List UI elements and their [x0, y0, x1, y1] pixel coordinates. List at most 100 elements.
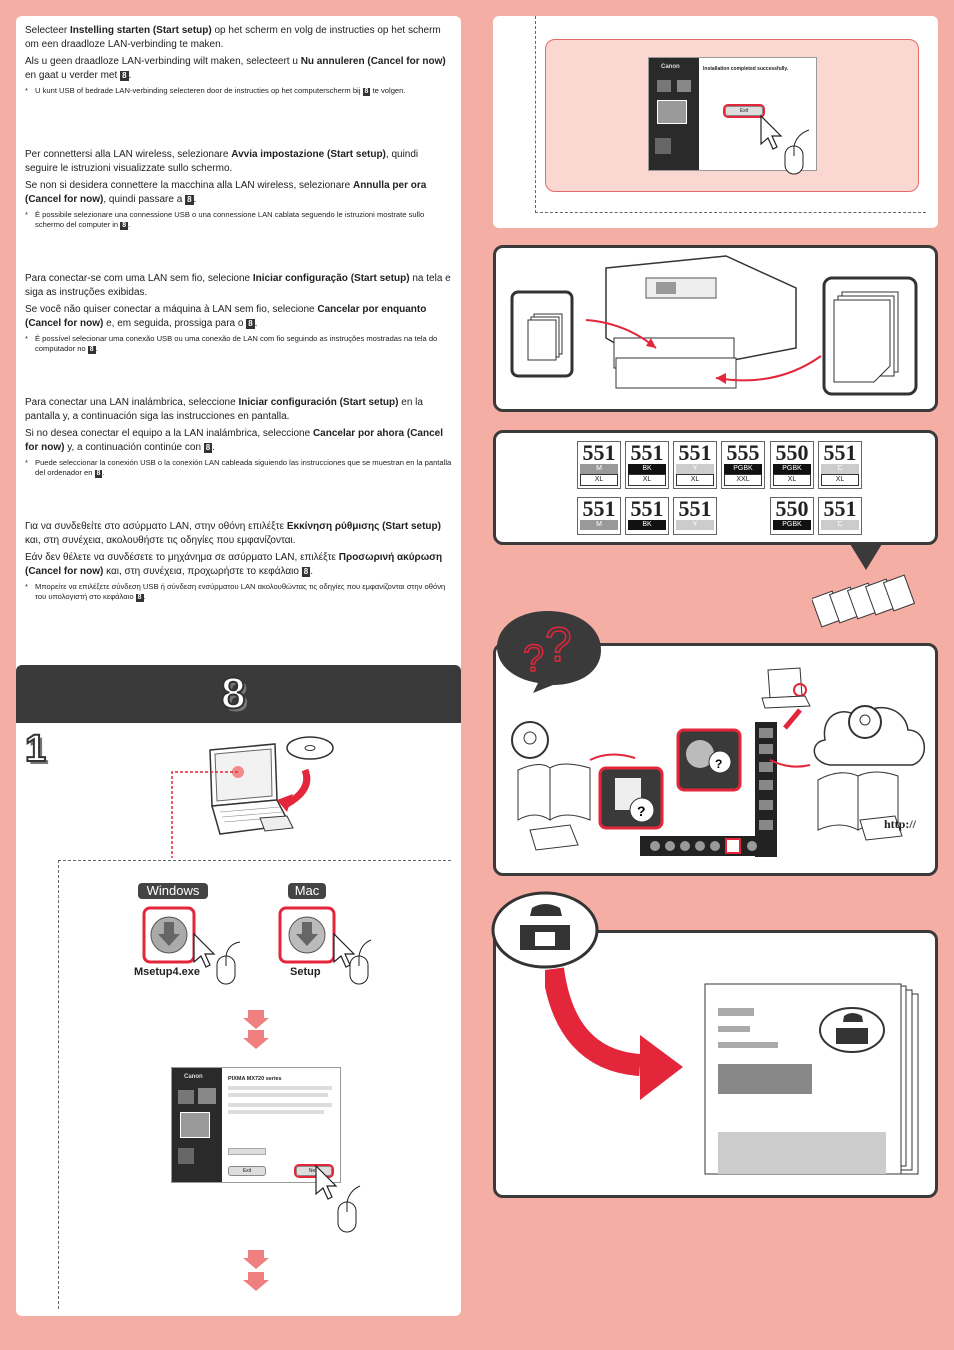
canon-logo: Canon [184, 1074, 203, 1080]
text: È possibile selezionare una connessione … [35, 210, 425, 229]
cartridge-number: 551 [582, 440, 616, 465]
mouse-click-icon [760, 114, 810, 175]
cartridge-size: XL [773, 474, 811, 486]
thumbnail [198, 1088, 216, 1104]
text: te volgen. [370, 86, 406, 95]
section-ref: 8 [120, 70, 129, 81]
note: U kunt USB of bedrade LAN-verbinding sel… [25, 86, 453, 96]
cartridge-number: 551 [823, 496, 857, 521]
cancel-label: Nu annuleren (Cancel for now) [300, 56, 446, 67]
cartridge-color: M [580, 464, 618, 474]
exit-button[interactable]: Exit [228, 1166, 266, 1176]
mac-setup-icon[interactable] [276, 904, 396, 994]
portuguese-section: Para conectar-se com uma LAN sem fio, se… [25, 272, 453, 358]
text: Μπορείτε να επιλέξετε σύνδεση USB ή σύνδ… [35, 582, 446, 601]
arrow-down-icon [248, 1272, 264, 1280]
cartridge-color: BK [628, 520, 666, 530]
cartridge-color: Y [676, 464, 714, 474]
text: και, στη συνέχεια, ακολουθήστε τις οδηγί… [25, 534, 296, 546]
cartridge-color: PGBK [724, 464, 762, 474]
thumbnail [657, 80, 671, 92]
cartridge-color: C [821, 464, 859, 474]
text: y, a continuación continúe con [64, 441, 204, 453]
completion-message: Installation completed successfully. [703, 66, 789, 72]
text: Selecteer [25, 25, 71, 36]
cartridge-color: BK [628, 464, 666, 474]
cartridge-color: M [580, 520, 618, 530]
cartridge-color: PGBK [773, 464, 811, 474]
dashed-frame [535, 16, 926, 213]
cartridge-number: 551 [582, 496, 616, 521]
text: , quindi passare a [103, 193, 186, 205]
question-bubble-icon: ? ? [497, 611, 601, 693]
text: op het scherm en volg de instructies op … [25, 25, 441, 50]
text: και, στη συνέχεια, προχωρήστε το κεφάλαι… [103, 565, 302, 577]
section-8-header: 8 [16, 665, 461, 723]
section-ref: 8 [94, 470, 103, 478]
arrow-down-icon [248, 1250, 264, 1258]
text: U kunt USB of bedrade LAN-verbinding sel… [35, 86, 363, 95]
mouse-click-icon [315, 1164, 361, 1233]
spanish-section: Para conectar una LAN inalámbrica, selec… [25, 396, 453, 482]
cartridge-number: 551 [823, 440, 857, 465]
mac-setup-file-label: Setup [290, 966, 321, 978]
setup-screen: Canon PIXMA MX720 series Exit Next [171, 1067, 341, 1183]
thumbnail [178, 1148, 194, 1164]
install-dashed-frame [58, 860, 451, 1309]
text: , quindi seguire le istruzioni visualizz… [25, 149, 419, 174]
greek-section: Για να συνδεθείτε στο ασύρματο LAN, στην… [25, 520, 453, 606]
exit-button[interactable]: Exit [723, 104, 765, 118]
svg-text:?: ? [545, 619, 572, 672]
cartridge-size: XL [821, 474, 859, 486]
msetup-icon[interactable] [140, 904, 260, 994]
fax-icon [491, 891, 599, 969]
cartridge-number: 551 [678, 440, 712, 465]
next-button[interactable]: Next [294, 1164, 334, 1178]
cartridge-number: 550 [775, 496, 809, 521]
cancel-label: Annulla per ora (Cancel for now) [25, 180, 427, 205]
text: en gaat u verder met [25, 69, 121, 81]
msetup-file-label: Msetup4.exe [134, 966, 201, 978]
start-setup-label: Εκκίνηση ρύθμισης (Start setup) [286, 521, 441, 532]
dutch-section: Selecteer Instelling starten (Start setu… [25, 24, 453, 100]
text: Als u geen draadloze LAN-verbinding wilt… [25, 56, 301, 67]
text: e, em seguida, prossiga para o [103, 317, 247, 329]
cartridge-number: 555 [726, 440, 760, 465]
cartridge-size: XL [676, 474, 714, 486]
cartridge-size: XL [628, 474, 666, 486]
svg-text:?: ? [637, 803, 646, 819]
text: Se você não quiser conectar a máquina à … [25, 304, 318, 315]
language-button [228, 1148, 266, 1155]
arrow-down-icon [243, 1038, 269, 1049]
text: . [254, 317, 258, 329]
text: . [128, 69, 132, 81]
fax-document [704, 983, 919, 1175]
arrow-down-icon [243, 1280, 269, 1291]
cartridge-number: 551 [678, 496, 712, 521]
cancel-label: Cancelar por enquanto (Cancel for now) [25, 304, 427, 329]
text: . [102, 468, 105, 477]
cartridge-illustration [812, 544, 916, 628]
thumbnail [677, 80, 691, 92]
cartridge-size: XL [580, 474, 618, 486]
section-ref: 8 [362, 88, 371, 96]
text: Para conectar-se com uma LAN sem fio, se… [25, 273, 253, 284]
text-line [228, 1086, 332, 1090]
section-ref: 8 [185, 194, 194, 205]
text: Para conectar una LAN inalámbrica, selec… [25, 397, 239, 408]
section-ref: 8 [246, 318, 255, 329]
text: É possível selecionar uma conexão USB ou… [35, 334, 438, 353]
section-ref: 8 [87, 346, 96, 354]
note: Puede seleccionar la conexión USB o la c… [25, 458, 453, 478]
cartridge-size: XXL [724, 474, 762, 486]
url-label: http:// [884, 817, 917, 831]
